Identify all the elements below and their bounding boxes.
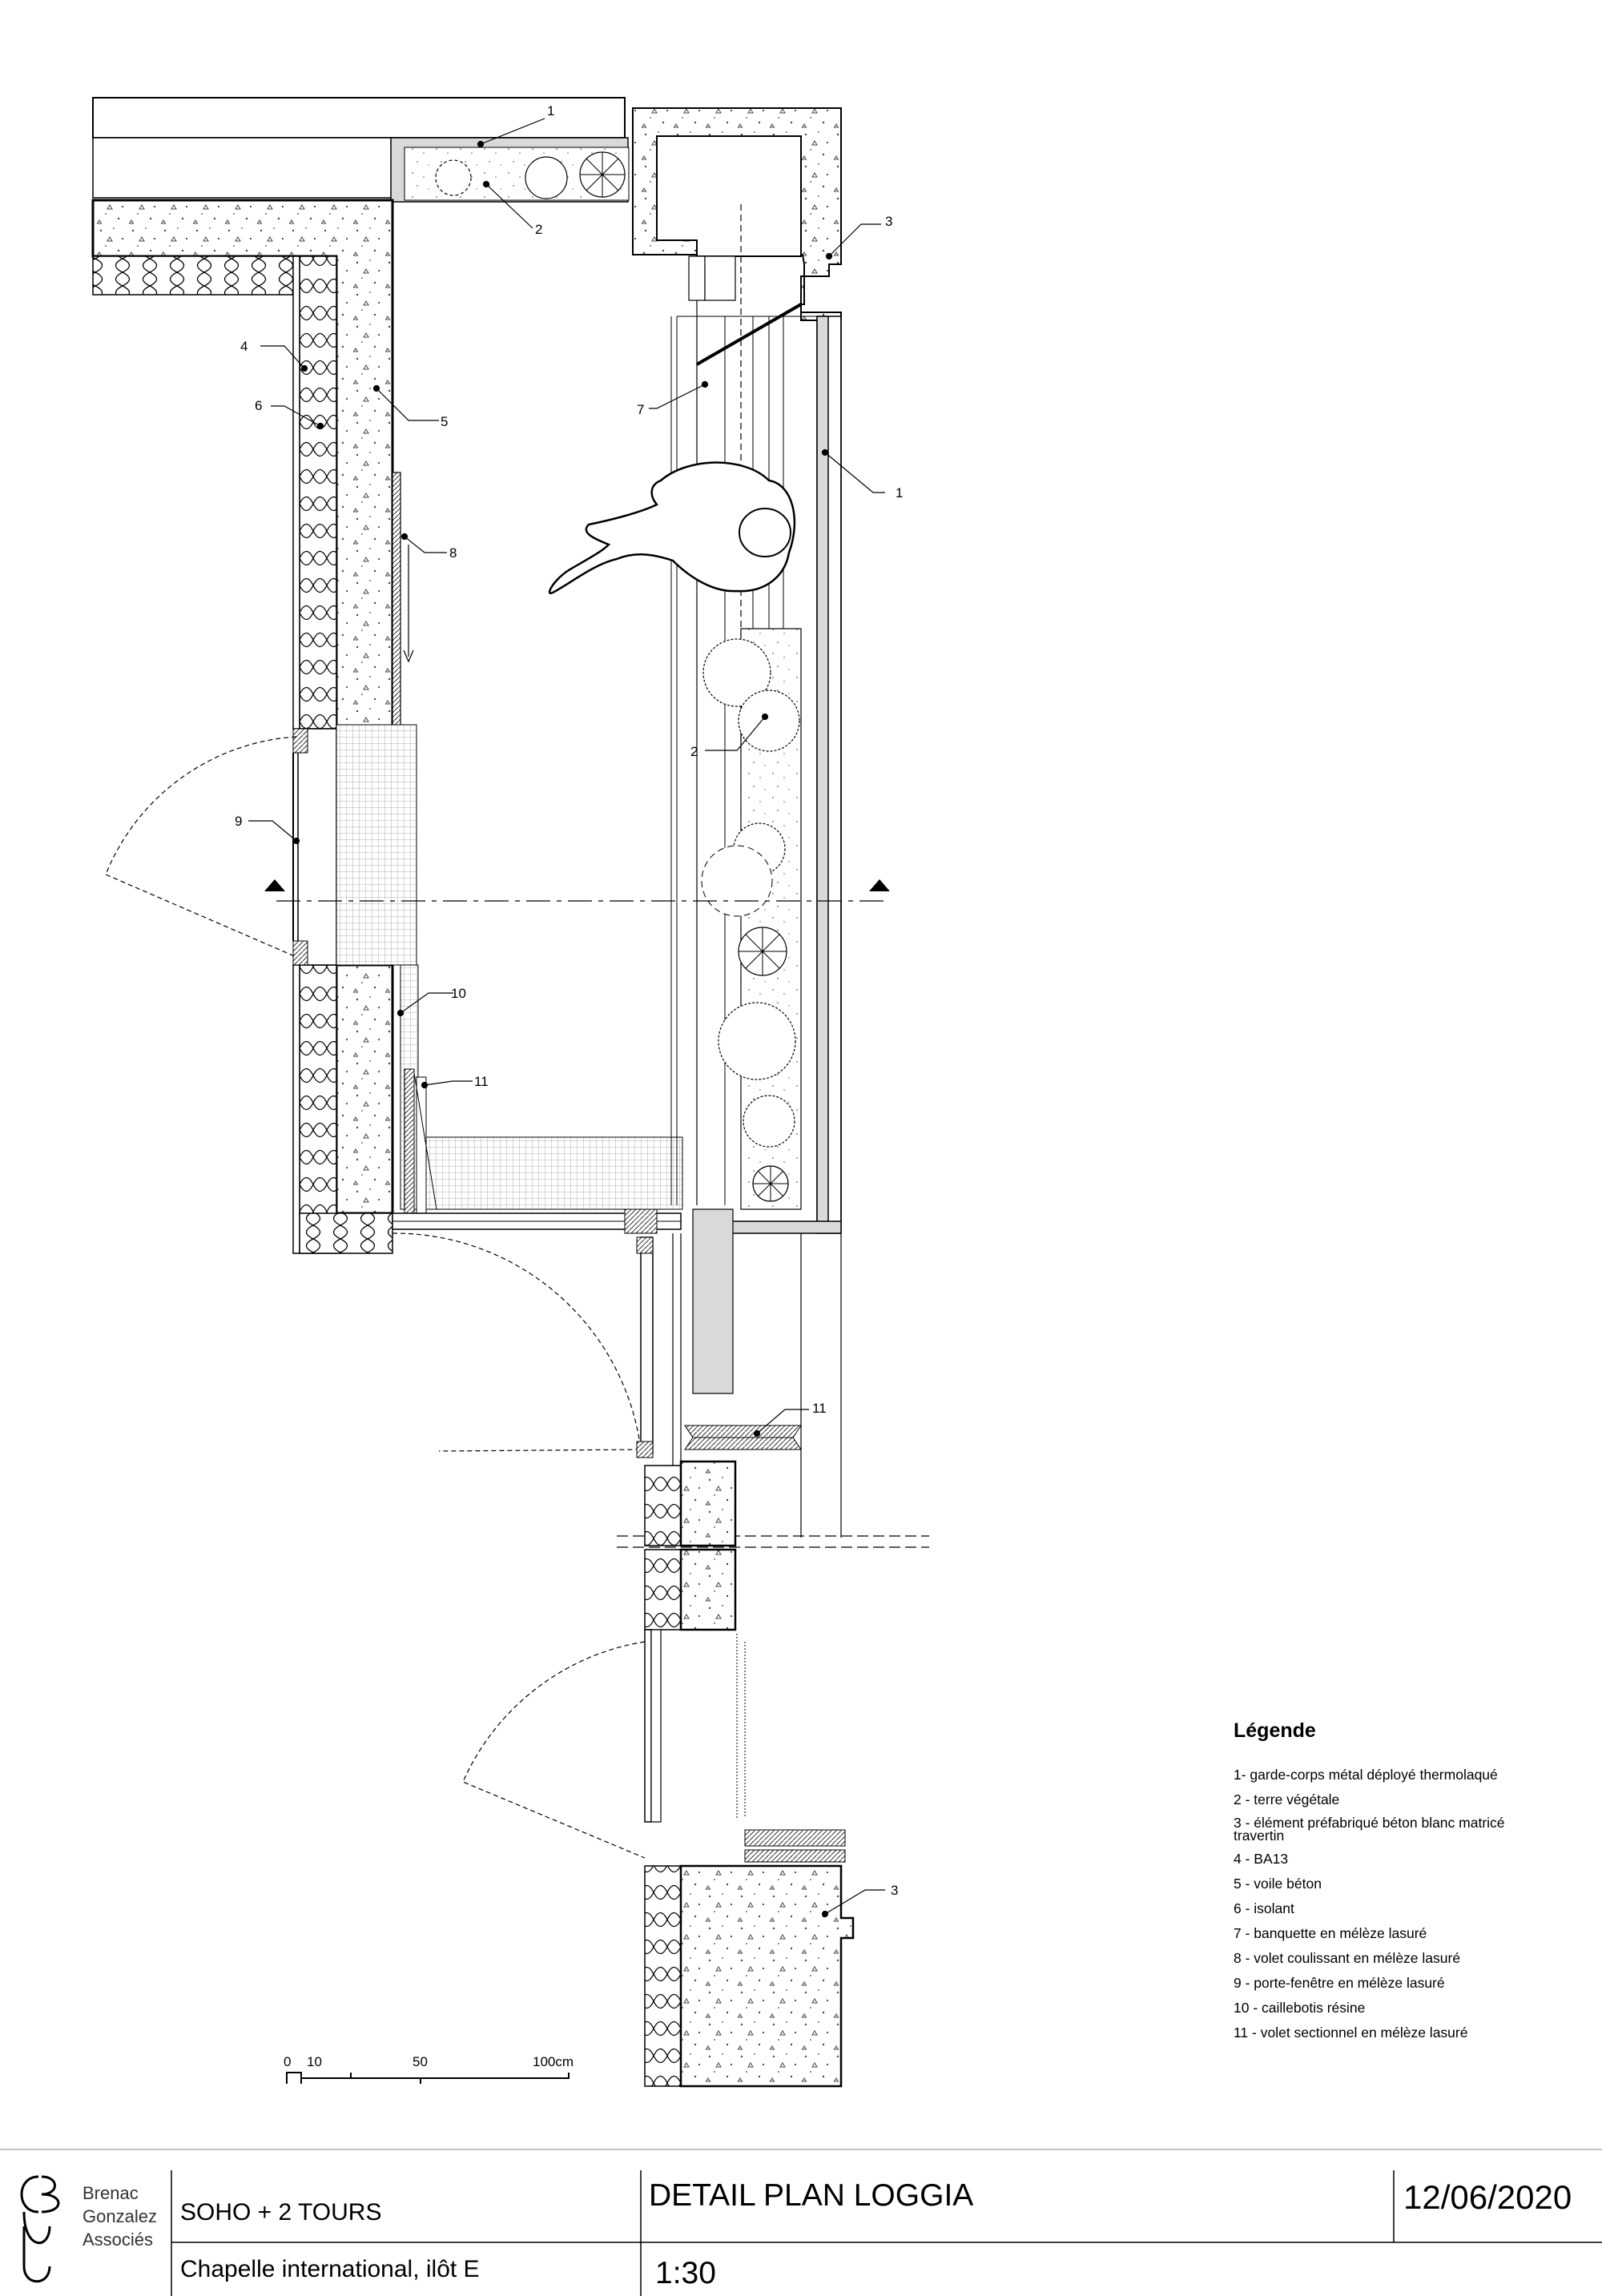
callout-2-top: 2 — [535, 222, 543, 237]
person-silhouette — [548, 461, 796, 595]
legend-title: Légende — [1234, 1719, 1316, 1742]
legend-item: 11 - volet sectionnel en mélèze lasuré — [1234, 2025, 1468, 2041]
callout-10: 10 — [451, 986, 466, 1001]
callout-9: 9 — [235, 814, 243, 829]
lower-column-insulation — [462, 1460, 846, 1863]
callout-1-right: 1 — [896, 485, 904, 501]
callout-3-top: 3 — [885, 214, 893, 229]
legend-item: 3 - élément préfabriqué béton blanc matr… — [1234, 1815, 1505, 1844]
legend-item: 7 - banquette en mélèze lasuré — [1234, 1925, 1427, 1941]
lower-window-frame — [392, 1208, 682, 1452]
callout-3-bottom: 3 — [891, 1883, 899, 1898]
callout-4: 4 — [240, 339, 248, 354]
lower-structure — [636, 1208, 734, 1542]
title-block-lines — [0, 2149, 1602, 2296]
top-planter — [390, 137, 630, 203]
sectional-shutter-lower — [684, 1425, 802, 1450]
callout-2-right: 2 — [690, 744, 698, 759]
project-name: SOHO + 2 TOURS — [180, 2199, 382, 2226]
callout-11-upper: 11 — [474, 1074, 489, 1089]
drawing-scale: 1:30 — [655, 2256, 716, 2290]
title-block: Brenac Gonzalez Associés SOHO + 2 TOURS … — [0, 2146, 1602, 2296]
precast-element-top — [632, 107, 842, 321]
legend-item: 2 - terre végétale — [1234, 1791, 1340, 1807]
section-line — [264, 879, 890, 902]
firm-logo — [20, 2175, 60, 2283]
loggia-plan-drawing — [91, 97, 929, 2088]
precast-element-bottom — [644, 1864, 855, 2088]
legend-item: 4 - BA13 — [1234, 1851, 1289, 1867]
scale-label-50: 50 — [413, 2054, 428, 2069]
drawing-date: 12/06/2020 — [1403, 2178, 1572, 2216]
legend-item: 5 - voile béton — [1234, 1876, 1322, 1892]
scale-bar — [286, 2072, 570, 2084]
french-window-9 — [105, 728, 337, 966]
firm-name-line2: Gonzalez — [83, 2206, 157, 2226]
legend: Légende 1- garde-corps métal déployé the… — [1234, 1719, 1586, 2049]
callout-5: 5 — [441, 414, 449, 429]
insulation-vertical — [292, 255, 393, 1254]
leader-lines — [248, 118, 885, 1918]
legend-item: 6 - isolant — [1234, 1900, 1294, 1916]
callout-7: 7 — [637, 402, 645, 417]
sliding-shutter — [392, 472, 414, 730]
planter-2 — [701, 628, 802, 1210]
firm-name-line3: Associés — [83, 2230, 154, 2250]
callout-6: 6 — [255, 398, 263, 413]
legend-item: 10 - caillebotis résine — [1234, 2000, 1366, 2016]
scale-label-0: 0 — [284, 2054, 292, 2069]
balustrade-1 — [724, 316, 842, 1538]
scale-label-100: 100cm — [533, 2054, 574, 2069]
drawing-title: DETAIL PLAN LOGGIA — [649, 2178, 974, 2213]
callout-1-top: 1 — [547, 103, 555, 119]
legend-item: 8 - volet coulissant en mélèze lasuré — [1234, 1950, 1461, 1966]
legend-item: 9 - porte-fenêtre en mélèze lasuré — [1234, 1975, 1445, 1991]
scale-label-10: 10 — [307, 2054, 322, 2069]
callout-8: 8 — [449, 545, 457, 561]
callout-11-lower: 11 — [812, 1401, 827, 1416]
sectional-shutter-upper — [404, 1068, 437, 1214]
firm-name-line1: Brenac — [83, 2183, 139, 2203]
site-name: Chapelle international, ilôt E — [180, 2256, 480, 2282]
legend-item: 1- garde-corps métal déployé thermolaqué — [1234, 1767, 1498, 1783]
